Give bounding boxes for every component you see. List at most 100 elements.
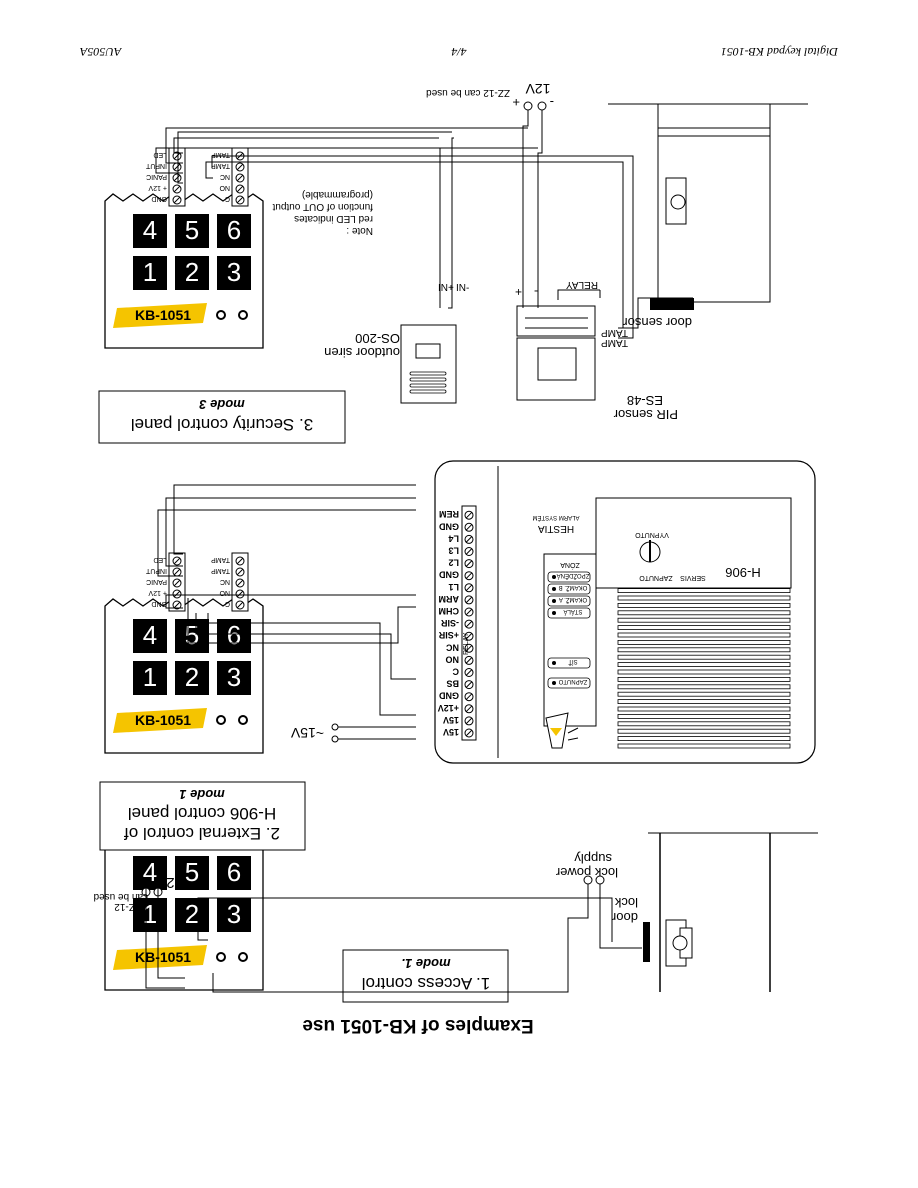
example3-supply: - + 12V ZZ-12 can be used bbox=[426, 81, 554, 111]
keypad-key-2[interactable]: 2 bbox=[175, 898, 209, 932]
example3-terminal-plus bbox=[523, 101, 533, 111]
keypad-key-4[interactable]: 4 bbox=[133, 856, 167, 890]
h906-terminal-label: BS bbox=[446, 679, 459, 689]
h906-terminal-label: 15V bbox=[443, 715, 459, 725]
siren-line1: outdoor siren bbox=[324, 345, 400, 360]
terminal-label: C bbox=[225, 600, 230, 607]
door-lock-icon bbox=[643, 922, 650, 962]
example3-mode: mode 3 bbox=[198, 397, 244, 412]
kb1051-logo: KB-1051 bbox=[113, 945, 207, 970]
indicator-led-icon bbox=[216, 715, 226, 725]
pir-sensor: PIR sensor ES-48 RELAY - + TAMP TAMP bbox=[515, 279, 678, 422]
terminal-label: TAMP bbox=[211, 151, 230, 158]
siren-line2: OS-200 bbox=[355, 331, 400, 346]
keypad-key-6[interactable]: 6 bbox=[217, 619, 251, 653]
example3-wires bbox=[155, 110, 693, 339]
terminal-label: NC bbox=[220, 578, 230, 585]
keypad-key-label: 3 bbox=[227, 257, 241, 287]
keypad-key-6[interactable]: 6 bbox=[217, 856, 251, 890]
keypad-key-2[interactable]: 2 bbox=[175, 661, 209, 695]
keypad-key-1[interactable]: 1 bbox=[133, 661, 167, 695]
example3-supply-minus: - bbox=[550, 95, 554, 110]
example1-zz-line2: can be used bbox=[94, 891, 149, 902]
zone-led-label: OKAMŽ. B bbox=[559, 584, 588, 592]
keypad-key-label: 2 bbox=[185, 899, 199, 929]
door-sensor-icon bbox=[650, 298, 694, 310]
note-line4: (programmable) bbox=[302, 189, 373, 200]
example1-wires bbox=[145, 884, 642, 993]
hestia-brand-sub: ALARM SYSTÉM bbox=[532, 514, 579, 521]
header-page: 4/4 bbox=[451, 45, 466, 59]
keypad-key-1[interactable]: 1 bbox=[133, 256, 167, 290]
terminal-label: GND bbox=[151, 600, 167, 607]
keypad-key-5[interactable]: 5 bbox=[175, 856, 209, 890]
zone-led-label: OKAMŽ. A bbox=[559, 596, 587, 604]
example2-title-line1: 2. External control of bbox=[124, 824, 280, 843]
terminal-label: LED bbox=[153, 151, 167, 158]
terminal-label: TAMP bbox=[211, 556, 230, 563]
terminal-label: INPUT bbox=[145, 567, 167, 574]
keypad-key-6[interactable]: 6 bbox=[217, 214, 251, 248]
h906-model: H-906 bbox=[725, 565, 760, 580]
kb1051-logo-text: KB-1051 bbox=[135, 949, 191, 965]
hestia-brand: HESTIA bbox=[538, 523, 574, 534]
pir-tamp-1: TAMP bbox=[601, 327, 628, 338]
h906-terminal-label: NO bbox=[446, 654, 460, 664]
h906-terminal-label: -SIR bbox=[440, 618, 459, 628]
example1-supply-minus: - bbox=[150, 875, 154, 890]
lock-supply-terminal-a bbox=[595, 875, 605, 885]
keypad-key-4[interactable]: 4 bbox=[133, 214, 167, 248]
keypad-key-3[interactable]: 3 bbox=[217, 661, 251, 695]
kb1051-logo-text: KB-1051 bbox=[135, 712, 191, 728]
keypad-key-2[interactable]: 2 bbox=[175, 256, 209, 290]
example1-title-box: 1. Access control mode 1. bbox=[342, 949, 509, 1003]
terminal-label: + 12V bbox=[148, 589, 167, 596]
example3-note: Note : red LED indicates function of OUT… bbox=[272, 189, 373, 236]
kb1051-logo-text: KB-1051 bbox=[135, 307, 191, 323]
vent-grille bbox=[617, 588, 791, 749]
example3-supply-plus: + bbox=[512, 95, 520, 110]
keypad-key-label: 1 bbox=[143, 662, 157, 692]
example3-title-box: 3. Security control panel mode 3 bbox=[98, 390, 346, 444]
terminal-label: C bbox=[225, 195, 230, 202]
keypad-key-label: 4 bbox=[143, 620, 157, 650]
example1-door: door lock lock power supply bbox=[555, 832, 818, 992]
h906-terminal-label: L4 bbox=[448, 533, 459, 543]
keypad-key-3[interactable]: 3 bbox=[217, 256, 251, 290]
h906-terminal-label: ARM bbox=[439, 594, 460, 604]
example2-wires bbox=[157, 484, 416, 716]
keypad-key-label: 5 bbox=[185, 857, 199, 887]
zone-label: ZÓNA bbox=[560, 561, 580, 570]
terminal-label: PANIC bbox=[146, 578, 167, 585]
terminal-label: TAMP bbox=[211, 567, 230, 574]
siren-in-minus: IN- bbox=[456, 283, 469, 294]
h906-servis: SERVIS bbox=[680, 574, 706, 581]
keypad-key-label: 5 bbox=[185, 215, 199, 245]
example1-door-lock-line2: lock bbox=[614, 895, 638, 910]
siren-in-plus: IN+ bbox=[438, 283, 454, 294]
lock-supply-terminal-b bbox=[583, 875, 593, 885]
example1-supply-voltage: 12V bbox=[156, 874, 183, 891]
keypad-key-label: 2 bbox=[185, 662, 199, 692]
keypad-key-3[interactable]: 3 bbox=[217, 898, 251, 932]
h906-terminal-label: L3 bbox=[448, 546, 459, 556]
h906-terminal-label: NC bbox=[446, 642, 459, 652]
keypad-key-4[interactable]: 4 bbox=[133, 619, 167, 653]
indicator-led-icon bbox=[216, 952, 226, 962]
terminal-label: + 12V bbox=[148, 184, 167, 191]
h906-terminal-label: +SIR bbox=[438, 630, 459, 640]
keypad-key-5[interactable]: 5 bbox=[175, 619, 209, 653]
keypad-key-5[interactable]: 5 bbox=[175, 214, 209, 248]
h906-terminal-label: +12V bbox=[438, 703, 459, 713]
example1-door-lock-line1: door bbox=[611, 910, 638, 925]
h906-terminal-label: GND bbox=[439, 570, 460, 580]
note-line3: function of OUT output bbox=[272, 201, 373, 212]
indicator-led-icon bbox=[238, 310, 248, 320]
door-sensor-label: door sensor bbox=[623, 315, 692, 330]
